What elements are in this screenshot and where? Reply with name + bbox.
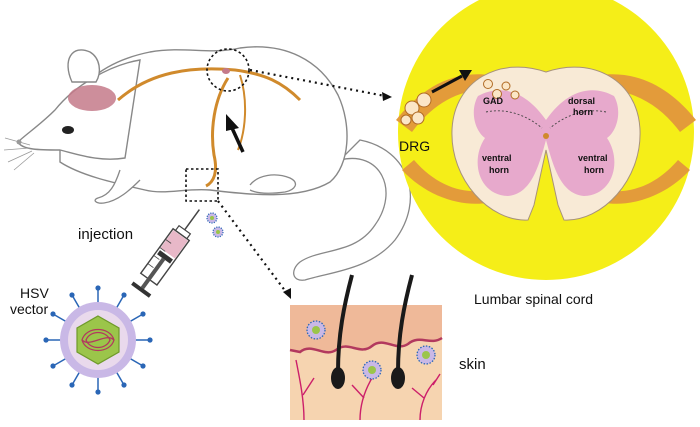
- label-ventral-horn-left-1: ventral: [482, 153, 512, 163]
- drg-small: [222, 68, 230, 74]
- label-ventral-horn-right-2: horn: [584, 165, 604, 175]
- rat-tail: [293, 139, 411, 281]
- skin-section: [289, 274, 443, 421]
- drg-to-dorsal-arrow: [431, 70, 472, 94]
- hair-bulb-left: [331, 367, 345, 389]
- label-vector: vector: [10, 301, 48, 317]
- retrograde-arrow: [226, 114, 245, 153]
- hsv-vector-particle: [43, 285, 153, 395]
- label-gad: GAD: [483, 96, 504, 106]
- rat-illustration: [3, 46, 411, 281]
- virus-particles-injection: [206, 212, 224, 238]
- spinal-cord-section: [396, 0, 696, 280]
- virus-particles-skin: [306, 320, 436, 380]
- injection-site-box: [185, 168, 219, 202]
- central-canal: [543, 133, 549, 139]
- label-lumbar-spinal-cord: Lumbar spinal cord: [474, 291, 593, 307]
- rat-front-leg: [94, 169, 141, 204]
- drg-highlight-circle: [206, 48, 250, 92]
- rat-brain: [68, 85, 116, 111]
- label-injection: injection: [78, 226, 133, 243]
- hair-bulb-right: [391, 367, 405, 389]
- lamina-line-left: [485, 110, 543, 129]
- viral-dna: [81, 328, 115, 352]
- syringe: [131, 209, 200, 298]
- rat-eye: [62, 126, 74, 134]
- rat-hind-leg: [249, 174, 297, 194]
- lamina-line-right: [549, 110, 607, 129]
- leader-line-spinal-cord: [249, 68, 392, 101]
- nerve-pathway-sciatic: [205, 77, 230, 188]
- label-drg: DRG: [399, 138, 430, 154]
- hair-right: [396, 274, 414, 373]
- label-dorsal-horn-2: horn: [573, 107, 593, 117]
- skin-nerve-fibers: [295, 359, 441, 421]
- leader-line-skin: [217, 200, 291, 299]
- label-dorsal-horn-1: dorsal: [568, 96, 595, 106]
- label-ventral-horn-right-1: ventral: [578, 153, 608, 163]
- virus-spike-tips: [43, 285, 153, 395]
- rat-ear: [67, 49, 101, 83]
- gad-cells: [483, 79, 520, 100]
- hair-left: [336, 274, 354, 373]
- rat-whiskers: [3, 137, 35, 171]
- label-ventral-horn-left-2: horn: [489, 165, 509, 175]
- grey-matter: [473, 90, 619, 196]
- skin-basal-line: [289, 336, 443, 354]
- label-hsv: HSV: [20, 285, 49, 301]
- drg-cells: [400, 92, 432, 126]
- label-skin: skin: [459, 356, 486, 373]
